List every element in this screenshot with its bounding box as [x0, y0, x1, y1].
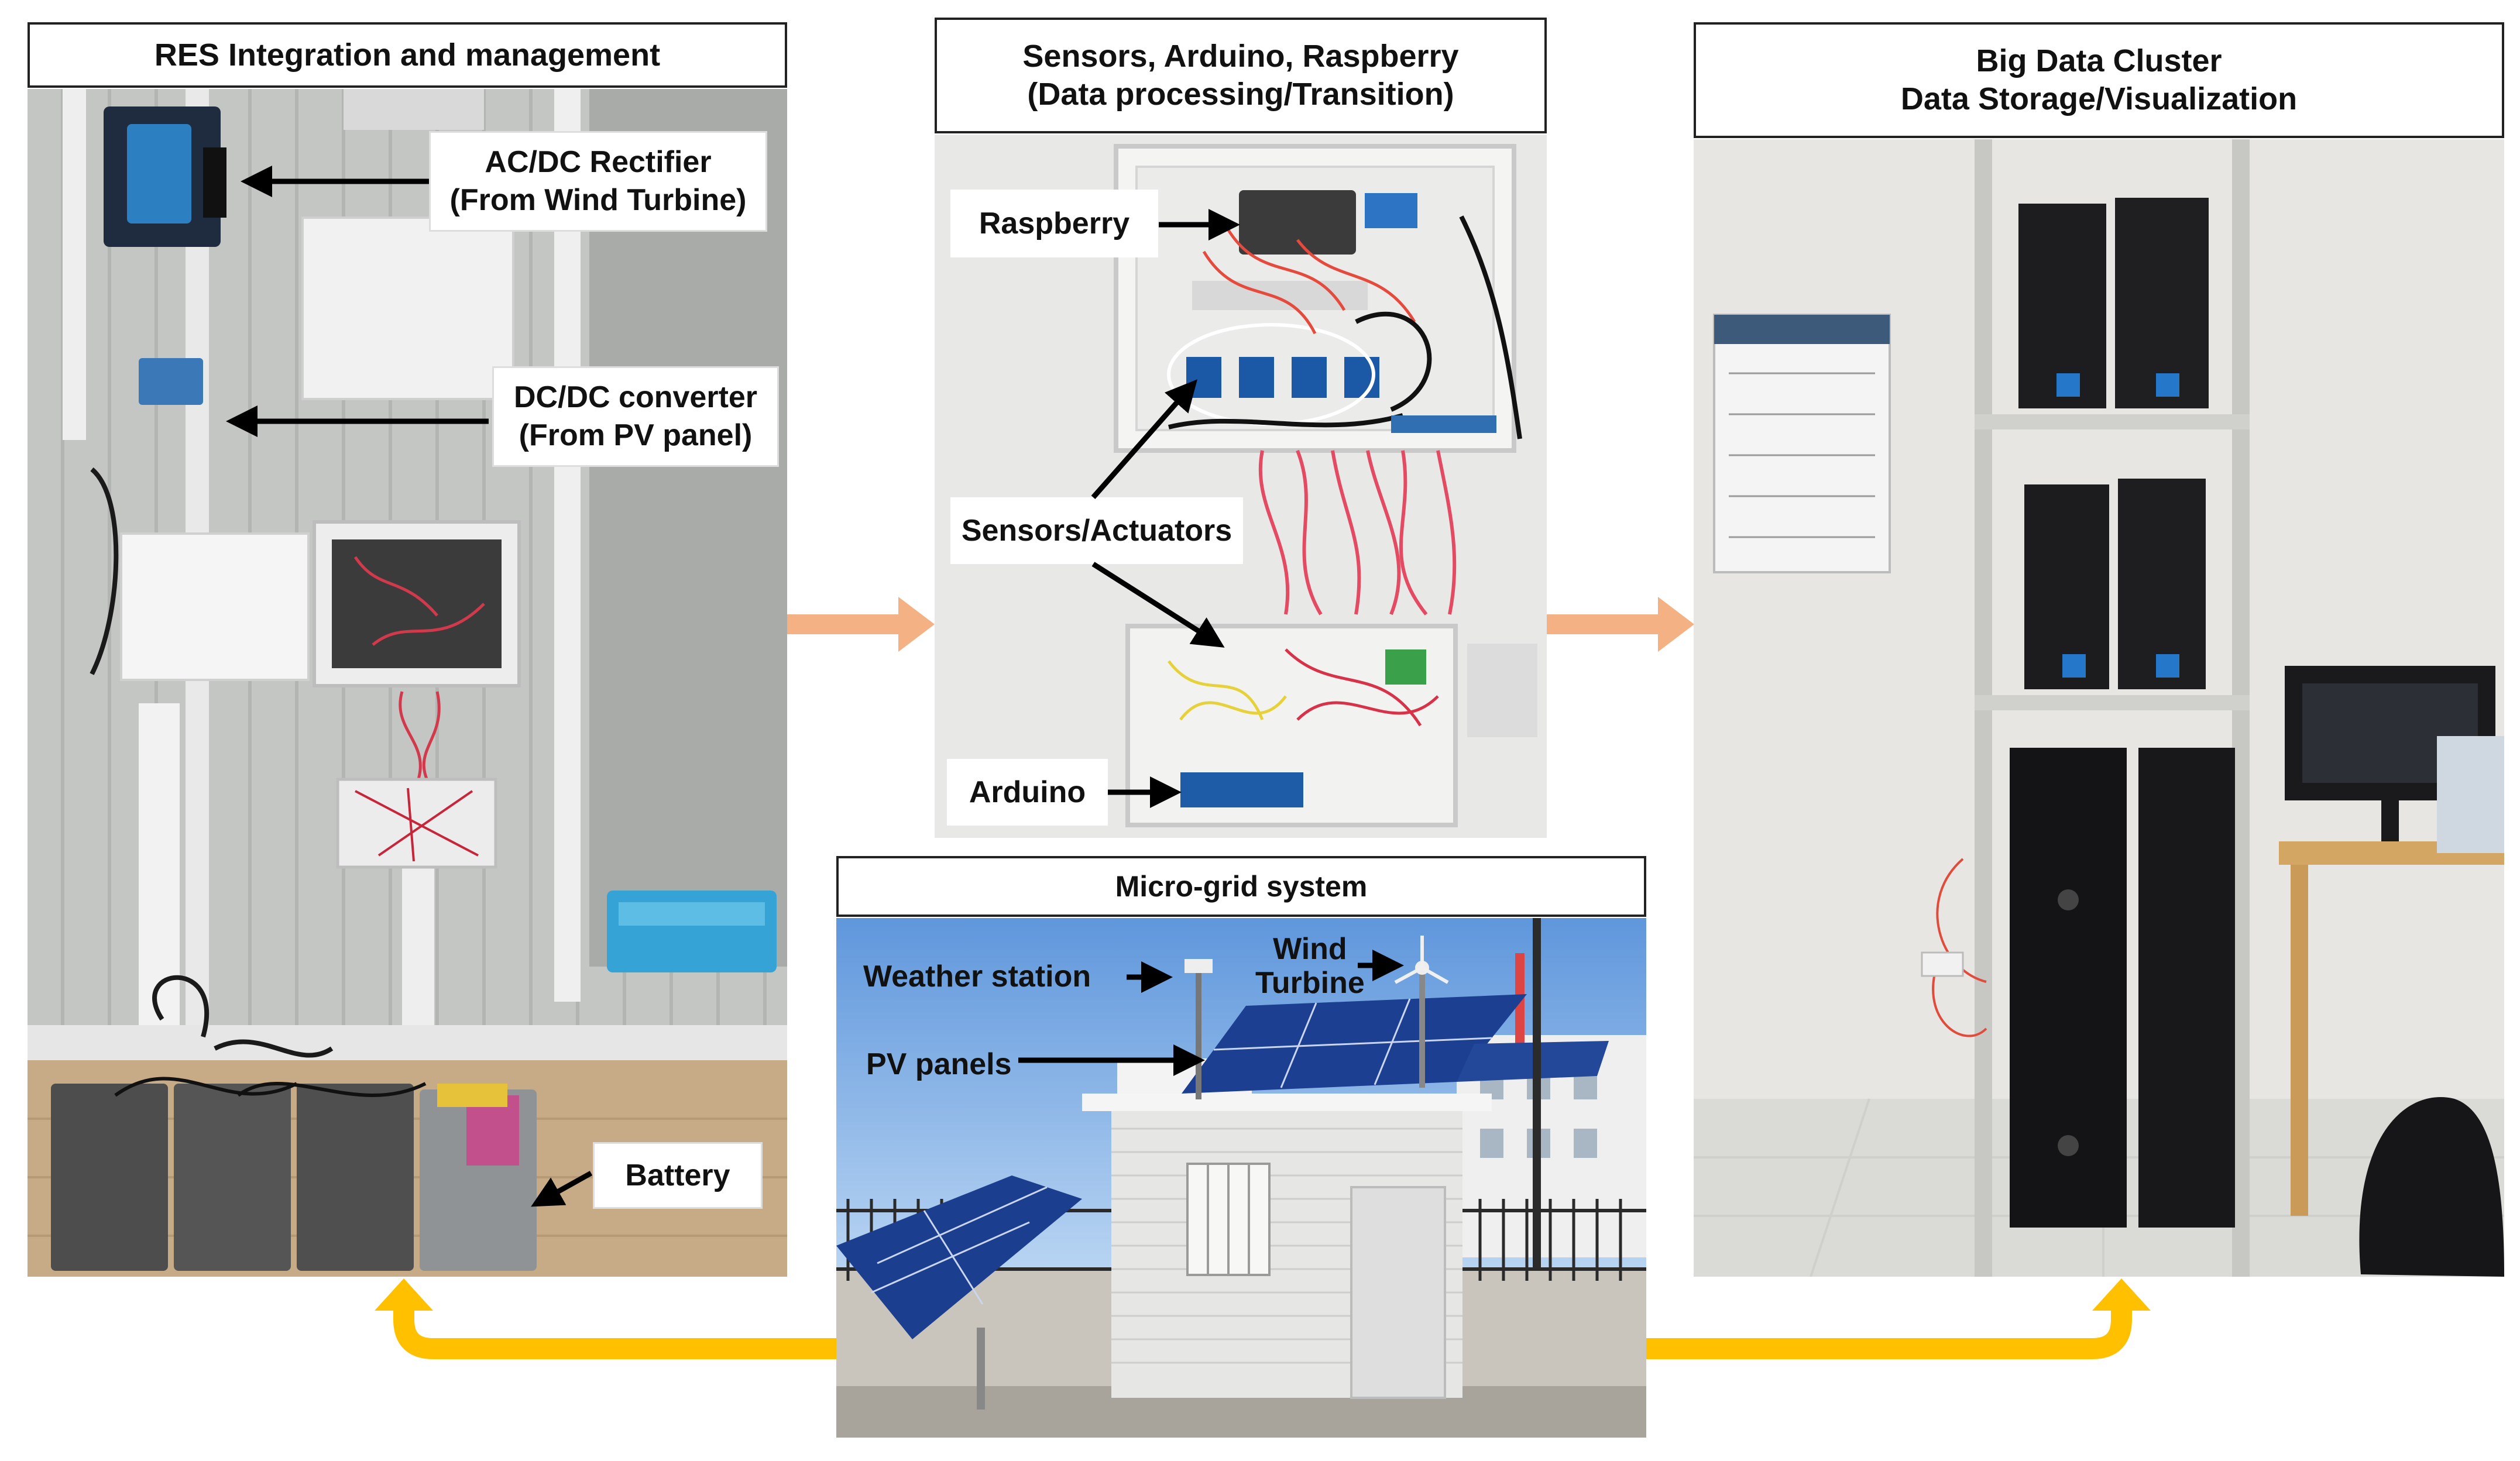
cluster-title-line1: Big Data Cluster: [1976, 43, 2222, 79]
arrow-microgrid-to-res: [375, 1278, 836, 1359]
res-panel-title: RES Integration and management: [28, 22, 787, 88]
microgrid-title-text: Micro-grid system: [1115, 870, 1368, 903]
sensors-pointer-arrow-up: [1091, 379, 1197, 499]
rectifier-label: AC/DC Rectifier (From Wind Turbine): [429, 131, 767, 232]
arduino-label-text: Arduino: [969, 775, 1086, 809]
battery-pointer-arrow: [531, 1171, 593, 1207]
arduino-label: Arduino: [947, 759, 1108, 826]
wind-label-line1: Wind: [1273, 932, 1347, 966]
processing-title-line1: Sensors, Arduino, Raspberry: [1022, 39, 1459, 74]
wind-turbine-label: Wind Turbine: [1255, 932, 1365, 1000]
microgrid-photo: [836, 918, 1646, 1438]
raspberry-label-text: Raspberry: [979, 206, 1130, 240]
converter-label-line2: (From PV panel): [519, 418, 753, 452]
sensors-label: Sensors/Actuators: [950, 497, 1243, 564]
weather-station-label-text: Weather station: [863, 960, 1091, 994]
rectifier-label-line1: AC/DC Rectifier: [485, 145, 712, 179]
microgrid-panel-title: Micro-grid system: [836, 856, 1646, 917]
res-panel-title-text: RES Integration and management: [154, 37, 661, 73]
microgrid-photo-illustration: [836, 918, 1646, 1438]
arrow-microgrid-to-cluster: [1646, 1278, 2151, 1359]
cluster-panel-title: Big Data Cluster Data Storage/Visualizat…: [1694, 22, 2504, 138]
converter-label: DC/DC converter (From PV panel): [492, 366, 779, 467]
arrow-res-to-processing: [787, 597, 935, 652]
res-photo: [28, 89, 787, 1277]
cluster-photo: [1694, 139, 2504, 1277]
sensors-pointer-arrow-down: [1091, 562, 1225, 648]
pv-panels-label: PV panels: [866, 1047, 1012, 1082]
raspberry-label: Raspberry: [950, 190, 1158, 257]
rectifier-label-line2: (From Wind Turbine): [449, 183, 747, 217]
processing-panel-title: Sensors, Arduino, Raspberry (Data proces…: [935, 18, 1547, 133]
converter-label-line1: DC/DC converter: [513, 380, 758, 414]
wind-label-line2: Turbine: [1255, 966, 1365, 1001]
weather-station-label: Weather station: [863, 960, 1091, 995]
pv-panels-label-text: PV panels: [866, 1047, 1012, 1081]
battery-label-text: Battery: [625, 1158, 730, 1192]
arrow-processing-to-cluster: [1547, 597, 1694, 652]
processing-title-line2: (Data processing/Transition): [1027, 77, 1454, 112]
sensors-label-text: Sensors/Actuators: [961, 513, 1232, 548]
battery-label: Battery: [593, 1142, 763, 1209]
res-photo-illustration: [28, 89, 787, 1277]
cluster-photo-illustration: [1694, 139, 2504, 1277]
cluster-title-line2: Data Storage/Visualization: [1900, 81, 2298, 116]
